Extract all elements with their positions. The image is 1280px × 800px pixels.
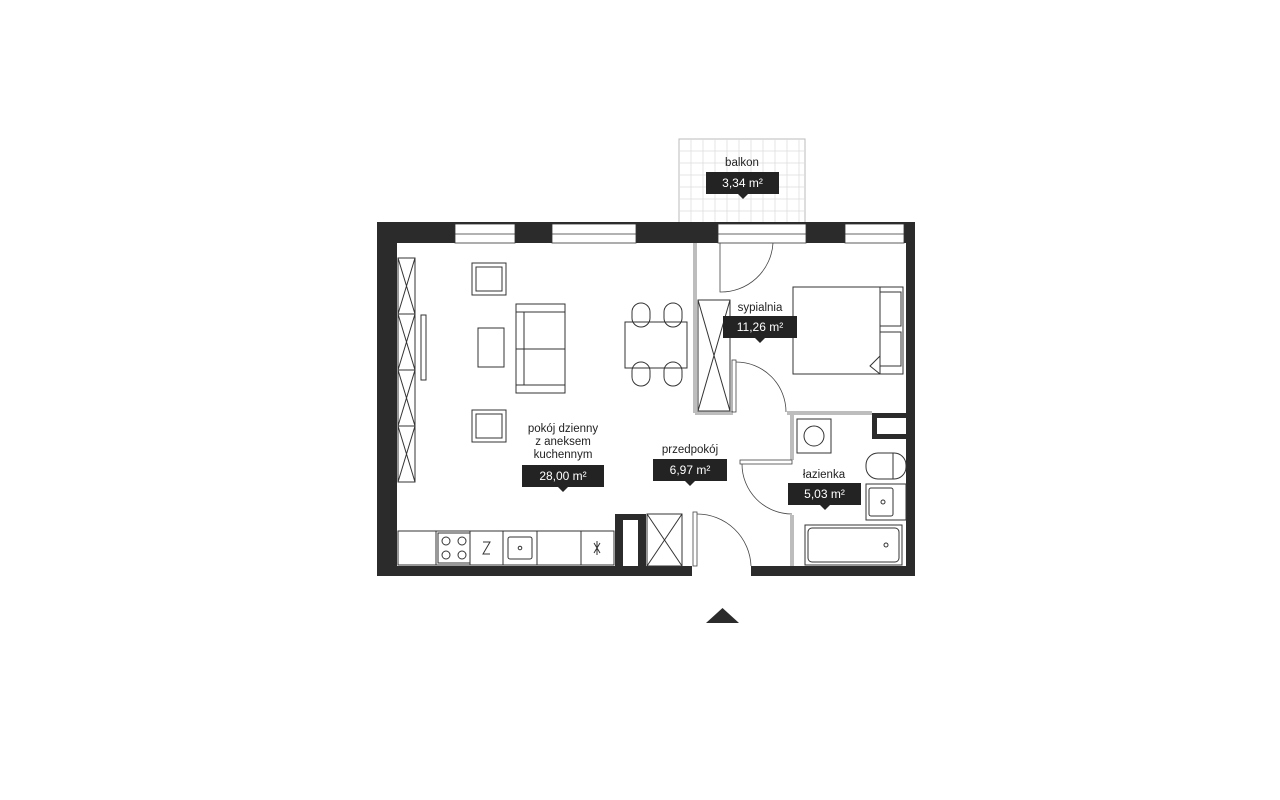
room-name-pokoj-line1: pokój dzienny: [527, 423, 599, 435]
room-name-pokoj-line2: z aneksem: [535, 436, 591, 448]
bathroom: [796, 418, 907, 566]
room-name-przedpokoj: przedpokój: [661, 444, 719, 456]
room-name-lazienka: łazienka: [802, 469, 846, 481]
hob-icon: [437, 532, 471, 564]
area-badge-sypialnia: 11,26 m²: [723, 316, 797, 343]
kitchen: [397, 530, 615, 566]
bathtub-icon: [804, 524, 903, 566]
area-badge-lazienka: 5,03 m²: [788, 483, 861, 510]
washing-machine-icon: [796, 418, 832, 454]
living-furniture: [471, 262, 688, 443]
partitions: [693, 243, 872, 566]
room-name-pokoj-line3: kuchennym: [533, 449, 593, 461]
room-name-balkon: balkon: [725, 157, 759, 169]
room-name-sypialnia: sypialnia: [737, 302, 783, 314]
wardrobes: [397, 257, 731, 567]
area-badge-pokoj: 28,00 m²: [522, 465, 604, 492]
windows: [454, 223, 905, 244]
balcony: [678, 138, 806, 224]
area-badge-przedpokoj: 6,97 m²: [653, 459, 727, 486]
entrance-arrow-icon: [706, 608, 739, 623]
bed: [792, 286, 904, 375]
doors: [692, 242, 793, 567]
sink-icon: [507, 536, 533, 560]
area-badge-balkon: 3,34 m²: [706, 172, 779, 199]
outer-walls: [377, 222, 915, 576]
toilet-icon: [865, 452, 907, 480]
